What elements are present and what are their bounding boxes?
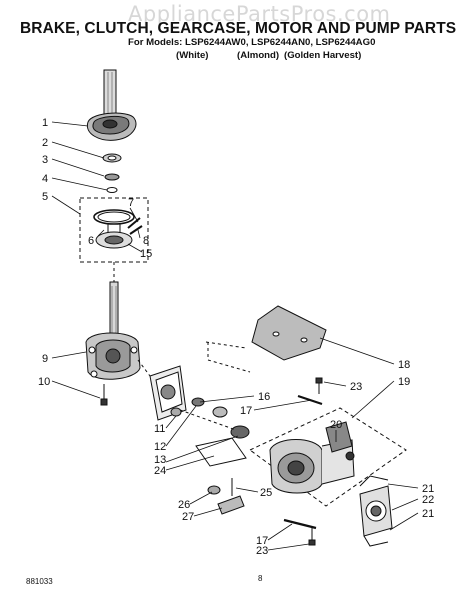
screw-23-upper xyxy=(315,377,323,394)
callout-21-upper: 21 xyxy=(422,483,434,495)
motor-assembly xyxy=(249,407,407,507)
page-number: 8 xyxy=(258,574,263,583)
color-white: (White) xyxy=(176,50,209,61)
rod-17-lower xyxy=(283,518,317,530)
callout-20: 20 xyxy=(330,419,342,431)
ring-part-4 xyxy=(106,187,118,193)
callout-4: 4 xyxy=(42,173,48,185)
callout-leaders xyxy=(51,121,419,551)
callout-16: 16 xyxy=(258,391,270,403)
screw-23-lower xyxy=(308,528,316,546)
drain-pump xyxy=(359,475,393,547)
callout-13: 13 xyxy=(154,454,166,466)
callout-15: 15 xyxy=(140,248,152,260)
watermark: AppliancePartsPros.com xyxy=(128,2,391,26)
callout-22: 22 xyxy=(422,494,434,506)
drive-shaft xyxy=(109,262,119,337)
brake-assembly xyxy=(86,112,137,141)
callout-6: 6 xyxy=(88,235,94,247)
motor-mount-parts xyxy=(207,478,245,515)
callout-5: 5 xyxy=(42,191,48,203)
callout-23-upper: 23 xyxy=(350,381,362,393)
callout-2: 2 xyxy=(42,137,48,149)
callout-3: 3 xyxy=(42,154,48,166)
gearcase xyxy=(85,332,141,380)
callout-18: 18 xyxy=(398,359,410,371)
callout-24: 24 xyxy=(154,465,166,477)
callout-numbers: 1 2 3 4 5 7 6 8 15 9 10 18 23 19 16 17 1… xyxy=(38,117,434,557)
models-line: For Models: LSP6244AW0, LSP6244AN0, LSP6… xyxy=(128,37,376,48)
callout-1: 1 xyxy=(42,117,48,129)
diagram-title: BRAKE, CLUTCH, GEARCASE, MOTOR AND PUMP … xyxy=(20,20,457,37)
agitator-shaft-top xyxy=(103,69,117,116)
callout-17-upper: 17 xyxy=(240,405,252,417)
callout-9: 9 xyxy=(42,353,48,365)
callout-10: 10 xyxy=(38,376,50,388)
callout-26: 26 xyxy=(178,499,190,511)
color-almond: (Almond) xyxy=(237,50,280,61)
callout-25: 25 xyxy=(260,487,272,499)
gasket-24 xyxy=(195,437,247,467)
pump-impeller-parts xyxy=(170,397,250,439)
callout-8: 8 xyxy=(143,235,149,247)
callout-7: 7 xyxy=(128,197,134,209)
color-golden-harvest: (Golden Harvest) xyxy=(284,50,362,61)
washer-part-3 xyxy=(104,173,120,181)
document-number: 881033 xyxy=(26,577,53,586)
callout-12: 12 xyxy=(154,441,166,453)
callout-23-lower: 23 xyxy=(256,545,268,557)
callout-11: 11 xyxy=(154,423,165,435)
pump-cover xyxy=(137,359,187,421)
spring-part-2 xyxy=(102,153,122,163)
callout-21-lower: 21 xyxy=(422,508,434,520)
callout-17-lower: 17 xyxy=(256,535,268,547)
motor-shield xyxy=(205,305,327,361)
callout-27: 27 xyxy=(182,511,194,523)
gearcase-bolt xyxy=(100,384,108,406)
clutch-kit-box xyxy=(79,197,149,263)
callout-19: 19 xyxy=(398,376,410,388)
